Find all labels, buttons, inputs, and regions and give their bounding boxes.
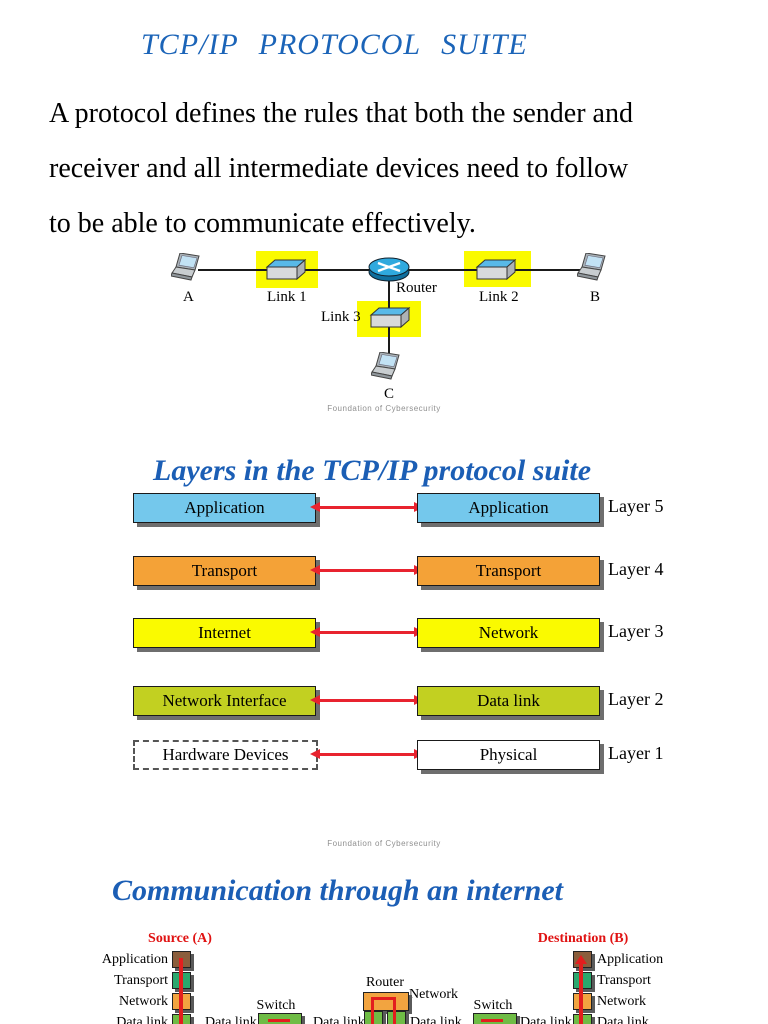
- laptop-c-icon: [370, 351, 407, 391]
- switch1-datalink-label: Data link: [205, 1015, 257, 1024]
- router-network-label: Network: [409, 987, 458, 1002]
- layer1-label: Layer 1: [608, 743, 664, 763]
- layer-row-1: Hardware Devices Physical Layer 1: [0, 740, 768, 770]
- router-icon: [367, 255, 411, 290]
- layer1-right-box: Physical: [417, 740, 600, 770]
- peer-arrow-icon: [310, 695, 424, 704]
- layer5-right-box: Application: [417, 493, 600, 523]
- link1-box-icon: [263, 258, 309, 287]
- layer3-left-box: Internet: [133, 618, 316, 648]
- laptop-a-icon: [170, 252, 207, 292]
- router-flow-line: [371, 997, 396, 1024]
- dst-application-label: Application: [597, 952, 664, 967]
- peer-arrow-icon: [310, 749, 424, 758]
- layer4-left-box: Transport: [133, 556, 316, 586]
- switch1-box: [258, 1013, 302, 1024]
- layer1-left-box: Hardware Devices: [133, 740, 318, 770]
- layer2-label: Layer 2: [608, 689, 664, 709]
- layer2-left-box: Network Interface: [133, 686, 316, 716]
- dst-network-label: Network: [597, 994, 646, 1009]
- switch2-datalink-label: Data link: [520, 1015, 572, 1024]
- switch2-box: [473, 1013, 517, 1024]
- switch1-label: Switch: [256, 998, 296, 1013]
- layer4-label: Layer 4: [608, 559, 664, 579]
- src-network-label: Network: [119, 994, 168, 1009]
- source-label: Source (A): [148, 931, 212, 946]
- footer-caption-2: Foundation of Cybersecurity: [327, 839, 441, 848]
- node-c-label: C: [384, 386, 395, 402]
- router-left-datalink-label: Data link: [313, 1015, 365, 1024]
- laptop-b-icon: [576, 252, 613, 292]
- src-transport-label: Transport: [114, 973, 168, 988]
- destination-flow-arrow: [575, 955, 587, 1024]
- intro-line-2: receiver and all intermediate devices ne…: [49, 153, 629, 184]
- layer-row-5: Application Application Layer 5: [0, 493, 768, 523]
- layer3-right-box: Network: [417, 618, 600, 648]
- link3-label: Link 3: [321, 309, 361, 325]
- router-label: Router: [365, 975, 405, 990]
- switch1-flow-line: [268, 1019, 290, 1022]
- link2-box-icon: [473, 258, 519, 287]
- src-datalink-label: Data link: [116, 1015, 168, 1024]
- node-b-label: B: [590, 289, 601, 305]
- source-flow-line: [179, 958, 183, 1024]
- src-application-label: Application: [101, 952, 168, 967]
- router-right-datalink-label: Data link: [410, 1015, 462, 1024]
- switch2-flow-line: [481, 1019, 503, 1022]
- intro-line-3: to be able to communicate effectively.: [49, 208, 476, 239]
- communication-heading: Communication through an internet: [112, 874, 563, 907]
- dst-transport-label: Transport: [597, 973, 651, 988]
- dst-datalink-label: Data link: [597, 1015, 649, 1024]
- layer2-right-box: Data link: [417, 686, 600, 716]
- switch2-label: Switch: [473, 998, 513, 1013]
- link3-box-icon: [367, 306, 413, 335]
- intro-paragraph: A protocol defines the rules that both t…: [49, 86, 739, 251]
- layer5-left-box: Application: [133, 493, 316, 523]
- layer5-label: Layer 5: [608, 496, 664, 516]
- destination-label: Destination (B): [537, 931, 629, 946]
- router-label: Router: [396, 280, 437, 296]
- layer-row-3: Internet Network Layer 3: [0, 618, 768, 648]
- peer-arrow-icon: [310, 565, 424, 574]
- router-box: [363, 992, 409, 1011]
- link2-label: Link 2: [479, 289, 519, 305]
- layers-heading: Layers in the TCP/IP protocol suite: [153, 454, 592, 487]
- layer4-right-box: Transport: [417, 556, 600, 586]
- link1-label: Link 1: [267, 289, 307, 305]
- layer-row-2: Network Interface Data link Layer 2: [0, 686, 768, 716]
- router-right-port-box: [387, 1011, 406, 1024]
- peer-arrow-icon: [310, 627, 424, 636]
- intro-line-1: A protocol defines the rules that both t…: [49, 98, 633, 129]
- layer3-label: Layer 3: [608, 621, 664, 641]
- page-title: TCP/IP PROTOCOL SUITE: [141, 28, 528, 61]
- peer-arrow-icon: [310, 502, 424, 511]
- layer-row-4: Transport Transport Layer 4: [0, 556, 768, 586]
- node-a-label: A: [183, 289, 194, 305]
- footer-caption-1: Foundation of Cybersecurity: [327, 404, 441, 413]
